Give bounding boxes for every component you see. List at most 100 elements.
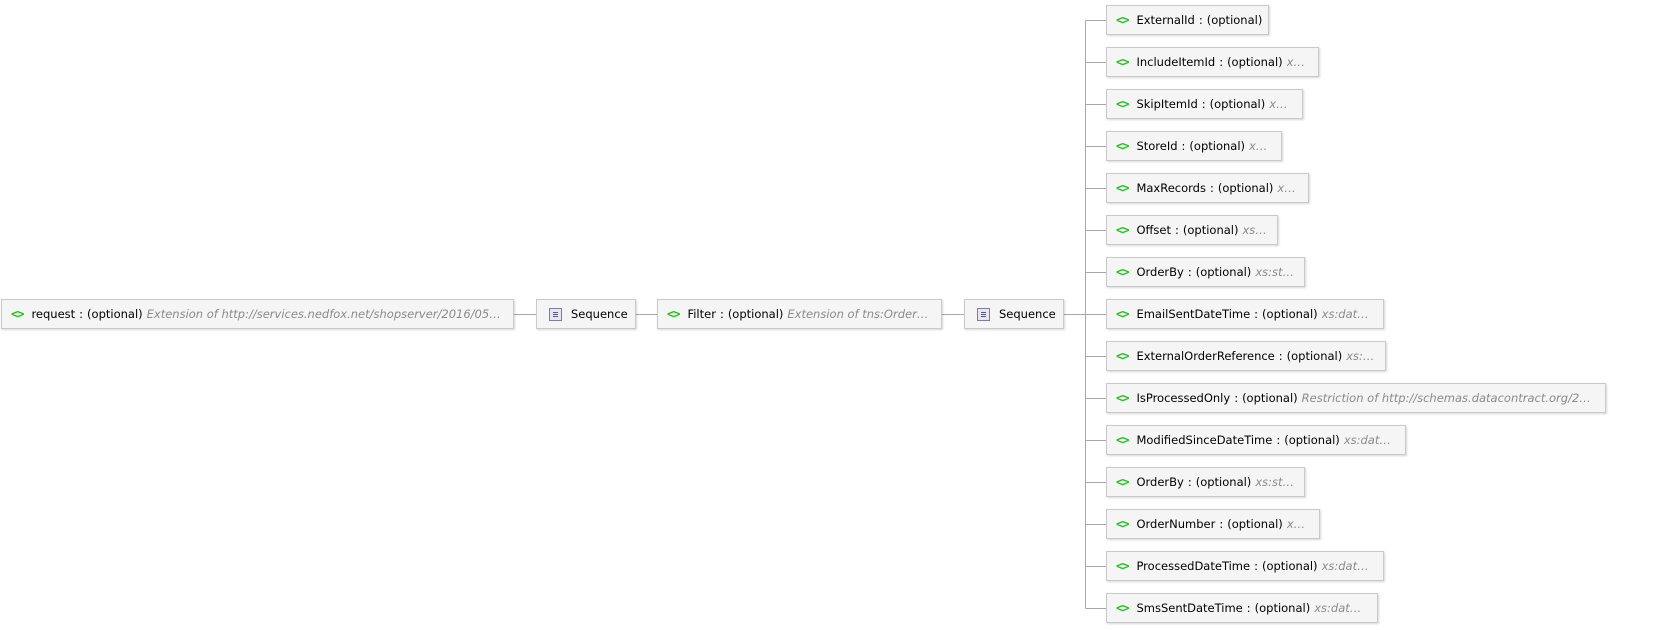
element-node-maxrecords[interactable]: <> MaxRecords : (optional) xs:int bbox=[1106, 173, 1309, 203]
element-node-request[interactable]: <> request : (optional) Extension of htt… bbox=[1, 299, 514, 329]
sequence-label: Sequence bbox=[999, 307, 1056, 321]
sequence-compositor-icon bbox=[977, 307, 990, 321]
element-brackets-icon: <> bbox=[11, 307, 24, 321]
element-node-filter[interactable]: <> Filter : (optional) Extension of tns:… bbox=[657, 299, 942, 329]
element-type: xs:int bbox=[1286, 55, 1309, 69]
element-separator: : bbox=[1254, 307, 1259, 321]
element-brackets-icon: <> bbox=[1116, 349, 1129, 363]
element-optional: (optional) bbox=[1209, 97, 1266, 111]
element-optional: (optional) bbox=[727, 307, 784, 321]
element-optional: (optional) bbox=[1286, 349, 1343, 363]
element-separator: : bbox=[1219, 55, 1224, 69]
element-optional: (optional) bbox=[1262, 307, 1318, 321]
element-name: OrderBy bbox=[1136, 265, 1184, 279]
element-node-ordernumber[interactable]: <> OrderNumber : (optional) xs:int bbox=[1106, 509, 1320, 539]
element-name: OrderBy bbox=[1136, 475, 1184, 489]
element-brackets-icon: <> bbox=[667, 307, 680, 321]
element-optional: (optional) bbox=[1189, 139, 1246, 153]
element-optional: (optional) bbox=[1217, 181, 1274, 195]
element-type: xs:dateTime bbox=[1321, 307, 1374, 321]
element-separator: : bbox=[1201, 97, 1206, 111]
element-brackets-icon: <> bbox=[1116, 55, 1129, 69]
element-type: xs:int bbox=[1249, 139, 1272, 153]
sequence-compositor-icon bbox=[549, 307, 562, 321]
element-optional: (optional) bbox=[87, 307, 143, 321]
element-type: Restriction of http://schemas.datacontra… bbox=[1301, 391, 1596, 405]
element-separator: : bbox=[1175, 223, 1179, 237]
element-optional: (optional) bbox=[1182, 223, 1239, 237]
element-node-offset[interactable]: <> Offset : (optional) xs:int bbox=[1106, 215, 1278, 245]
element-name: ExternalId bbox=[1136, 13, 1195, 27]
element-optional: (optional) bbox=[1261, 559, 1318, 573]
element-node-externalid[interactable]: <> ExternalId : (optional) xs:int bbox=[1106, 5, 1269, 35]
element-name: StoreId bbox=[1136, 139, 1178, 153]
element-separator: : bbox=[79, 307, 84, 321]
element-separator: : bbox=[1276, 433, 1281, 447]
element-brackets-icon: <> bbox=[1116, 307, 1129, 321]
element-brackets-icon: <> bbox=[1116, 391, 1129, 405]
sequence-node-2[interactable]: Sequence bbox=[964, 299, 1064, 329]
element-separator: : bbox=[1209, 181, 1214, 195]
element-name: ModifiedSinceDateTime bbox=[1136, 433, 1273, 447]
element-type: xs:string bbox=[1255, 475, 1295, 489]
element-separator: : bbox=[1246, 601, 1251, 615]
element-type: Extension of http://services.nedfox.net/… bbox=[146, 307, 504, 321]
element-type: xs:int bbox=[1242, 223, 1268, 237]
element-name: ExternalOrderReference bbox=[1136, 349, 1275, 363]
element-type: xs:string bbox=[1255, 265, 1295, 279]
element-node-includeitemid[interactable]: <> IncludeItemId : (optional) xs:int bbox=[1106, 47, 1319, 77]
element-separator: : bbox=[1198, 13, 1203, 27]
element-optional: (optional) bbox=[1206, 13, 1263, 27]
sequence-node-1[interactable]: Sequence bbox=[536, 299, 636, 329]
element-node-modifiedsincedatetime[interactable]: <> ModifiedSinceDateTime : (optional) xs… bbox=[1106, 425, 1406, 455]
element-type: xs:int bbox=[1277, 181, 1299, 195]
element-optional: (optional) bbox=[1195, 265, 1252, 279]
element-optional: (optional) bbox=[1284, 433, 1340, 447]
element-brackets-icon: <> bbox=[1116, 13, 1129, 27]
element-name: OrderNumber bbox=[1136, 517, 1216, 531]
element-node-orderby-2[interactable]: <> OrderBy : (optional) xs:string bbox=[1106, 467, 1305, 497]
element-type: xs:int bbox=[1269, 97, 1293, 111]
element-optional: (optional) bbox=[1227, 517, 1283, 531]
element-node-isprocessedonly[interactable]: <> IsProcessedOnly : (optional) Restrict… bbox=[1106, 383, 1606, 413]
element-separator: : bbox=[1254, 559, 1258, 573]
element-brackets-icon: <> bbox=[1116, 223, 1129, 237]
element-brackets-icon: <> bbox=[1116, 265, 1129, 279]
element-type: xs:dateTime bbox=[1343, 433, 1396, 447]
element-name: SmsSentDateTime bbox=[1136, 601, 1243, 615]
element-type: xs:string bbox=[1346, 349, 1376, 363]
element-name: Filter bbox=[687, 307, 716, 321]
element-name: SkipItemId bbox=[1136, 97, 1198, 111]
element-separator: : bbox=[1278, 349, 1283, 363]
element-name: ProcessedDateTime bbox=[1136, 559, 1251, 573]
element-type: Extension of tns:OrdersFilter bbox=[787, 307, 932, 321]
element-separator: : bbox=[1234, 391, 1239, 405]
element-name: MaxRecords bbox=[1136, 181, 1206, 195]
element-name: request bbox=[31, 307, 76, 321]
element-node-emailsentdatetime[interactable]: <> EmailSentDateTime : (optional) xs:dat… bbox=[1106, 299, 1384, 329]
element-brackets-icon: <> bbox=[1116, 139, 1129, 153]
element-separator: : bbox=[1187, 475, 1192, 489]
element-brackets-icon: <> bbox=[1116, 433, 1129, 447]
element-node-processeddatetime[interactable]: <> ProcessedDateTime : (optional) xs:dat… bbox=[1106, 551, 1384, 581]
element-brackets-icon: <> bbox=[1116, 475, 1129, 489]
element-optional: (optional) bbox=[1254, 601, 1311, 615]
element-name: IsProcessedOnly bbox=[1136, 391, 1231, 405]
element-node-skipitemid[interactable]: <> SkipItemId : (optional) xs:int bbox=[1106, 89, 1303, 119]
element-node-storeid[interactable]: <> StoreId : (optional) xs:int bbox=[1106, 131, 1282, 161]
element-brackets-icon: <> bbox=[1116, 517, 1129, 531]
sequence-label: Sequence bbox=[571, 307, 628, 321]
element-node-externalorderreference[interactable]: <> ExternalOrderReference : (optional) x… bbox=[1106, 341, 1386, 371]
element-name: IncludeItemId bbox=[1136, 55, 1216, 69]
element-optional: (optional) bbox=[1227, 55, 1283, 69]
element-node-smssentdatetime[interactable]: <> SmsSentDateTime : (optional) xs:dateT… bbox=[1106, 593, 1378, 623]
element-type: xs:int bbox=[1286, 517, 1310, 531]
element-optional: (optional) bbox=[1242, 391, 1298, 405]
element-brackets-icon: <> bbox=[1116, 601, 1129, 615]
element-separator: : bbox=[719, 307, 724, 321]
element-type: xs:dateTime bbox=[1314, 601, 1368, 615]
element-node-orderby[interactable]: <> OrderBy : (optional) xs:string bbox=[1106, 257, 1305, 287]
element-brackets-icon: <> bbox=[1116, 181, 1129, 195]
